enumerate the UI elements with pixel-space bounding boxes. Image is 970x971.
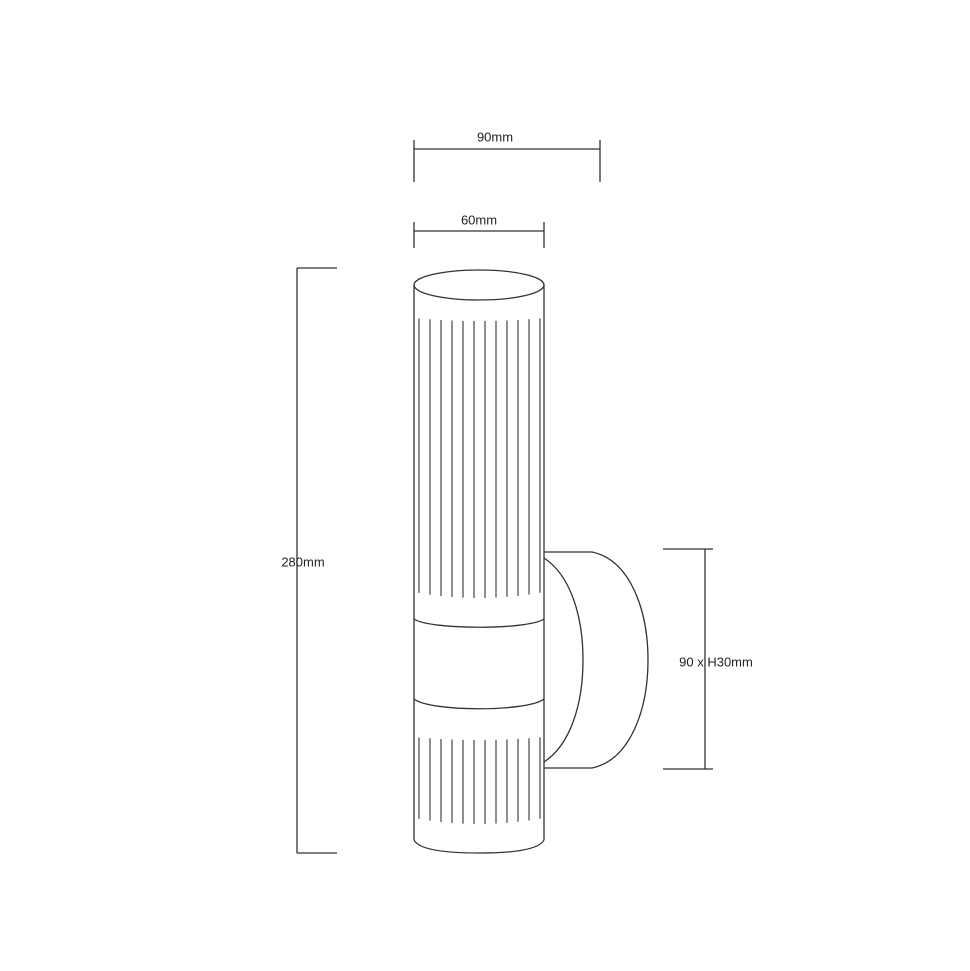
wall-bracket <box>543 551 649 769</box>
dim-overall-width <box>413 140 601 182</box>
cylinder-body <box>413 269 545 854</box>
backplate-label: 90 x H30mm <box>679 654 753 670</box>
overall-width-label: 90mm <box>476 129 514 145</box>
cylinder-grooves <box>418 318 541 824</box>
body-diameter-label: 60mm <box>460 212 498 228</box>
dim-backplate <box>663 548 713 770</box>
dim-height <box>296 267 337 854</box>
height-label: 280mm <box>281 554 325 570</box>
dim-body-diameter <box>413 222 545 248</box>
